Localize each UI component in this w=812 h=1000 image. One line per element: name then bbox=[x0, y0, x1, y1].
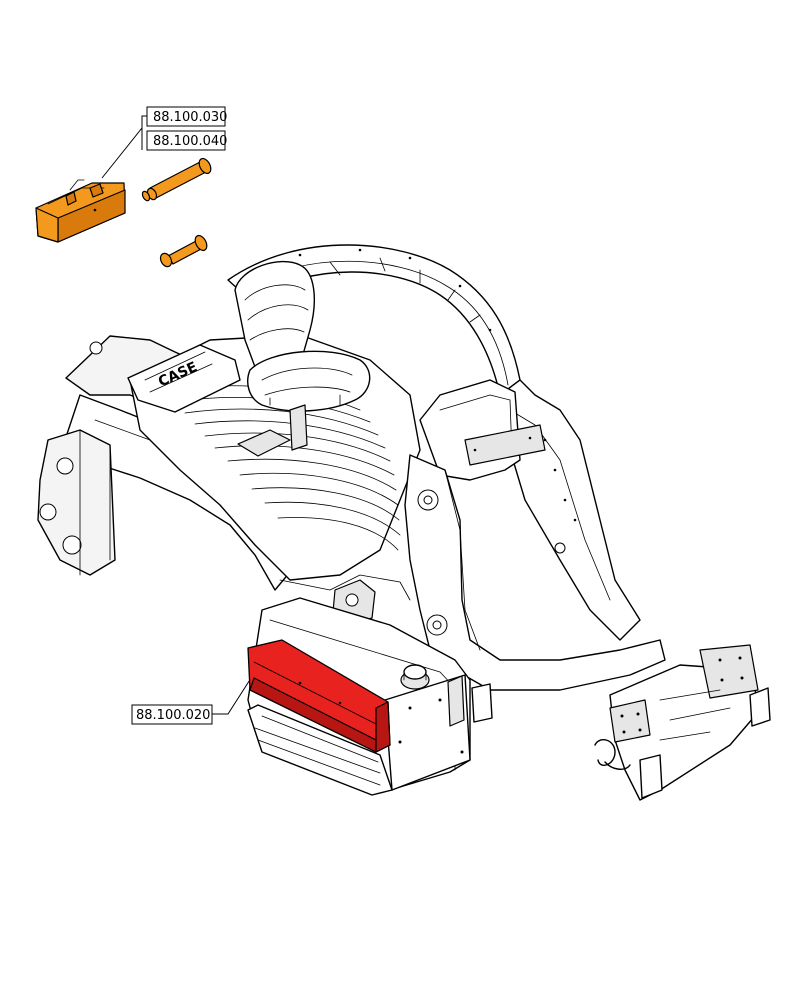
pedal-plate bbox=[237, 429, 291, 457]
callout-88-100-040[interactable]: 88.100.040 bbox=[146, 130, 227, 151]
fuel-cap bbox=[400, 664, 430, 690]
step-grille bbox=[247, 704, 393, 796]
callout-label-88-100-040: 88.100.040 bbox=[153, 134, 227, 149]
callout-88-100-030[interactable]: 88.100.030 bbox=[146, 106, 227, 127]
leader-line-bottom bbox=[212, 674, 254, 715]
callout-88-100-020[interactable]: 88.100.020 bbox=[131, 704, 213, 725]
right-side-frame bbox=[404, 454, 666, 691]
leader-line-top bbox=[101, 115, 147, 179]
callout-label-88-100-020: 88.100.020 bbox=[136, 708, 210, 723]
bracket-plate bbox=[464, 424, 546, 466]
operator-seat bbox=[234, 260, 371, 451]
machine-frame: CASE bbox=[37, 244, 771, 801]
battery-box-part[interactable] bbox=[247, 639, 391, 753]
right-rear-pillar bbox=[499, 379, 641, 641]
pin-short-part[interactable] bbox=[158, 234, 209, 269]
callout-label-88-100-030: 88.100.030 bbox=[153, 110, 227, 125]
pin-long-part[interactable] bbox=[141, 157, 213, 202]
lock-bracket-part[interactable] bbox=[35, 179, 126, 243]
rear-hitch-plate bbox=[699, 644, 759, 699]
control-console bbox=[127, 344, 241, 413]
